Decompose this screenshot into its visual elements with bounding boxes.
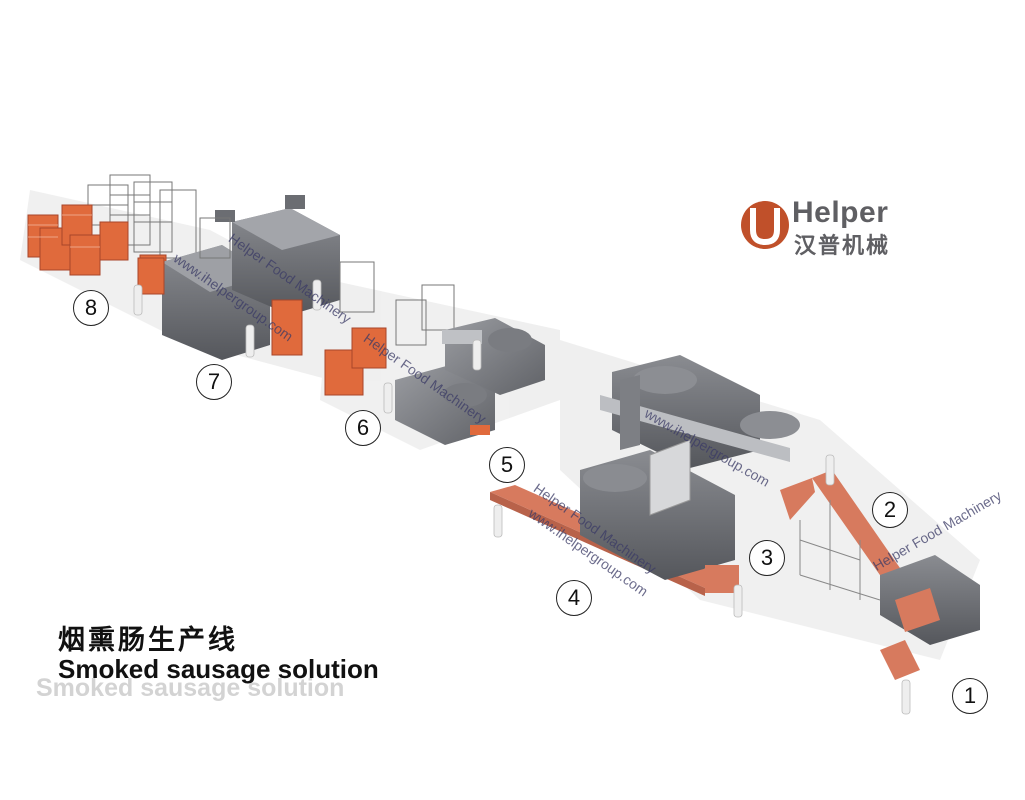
title-chinese: 烟熏肠生产线: [58, 625, 238, 656]
helper-logo: Helper 汉普机械: [740, 196, 910, 259]
station-2-3-equipment: [780, 470, 900, 601]
station-number-4: 4: [556, 580, 592, 616]
station-number-8: 8: [73, 290, 109, 326]
station-1-equipment: [880, 555, 980, 680]
station-number-5: 5: [489, 447, 525, 483]
station-number-2: 2: [872, 492, 908, 528]
station-number-6: 6: [345, 410, 381, 446]
logo-text-en: Helper: [792, 196, 889, 229]
title-english: Smoked sausage solution: [58, 654, 379, 684]
logo-text-zh: 汉普机械: [794, 234, 891, 259]
helper-logo-mark: [741, 201, 789, 249]
title-reflection: Smoked sausage solution: [36, 674, 345, 702]
station-4-equipment: [490, 439, 739, 596]
station-5-equipment: [600, 355, 800, 468]
station-number-7: 7: [196, 364, 232, 400]
station-6-equipment: [324, 284, 545, 445]
station-number-3: 3: [749, 540, 785, 576]
station-number-1: 1: [952, 678, 988, 714]
station-7-equipment: [137, 195, 375, 360]
workers: [133, 279, 911, 715]
